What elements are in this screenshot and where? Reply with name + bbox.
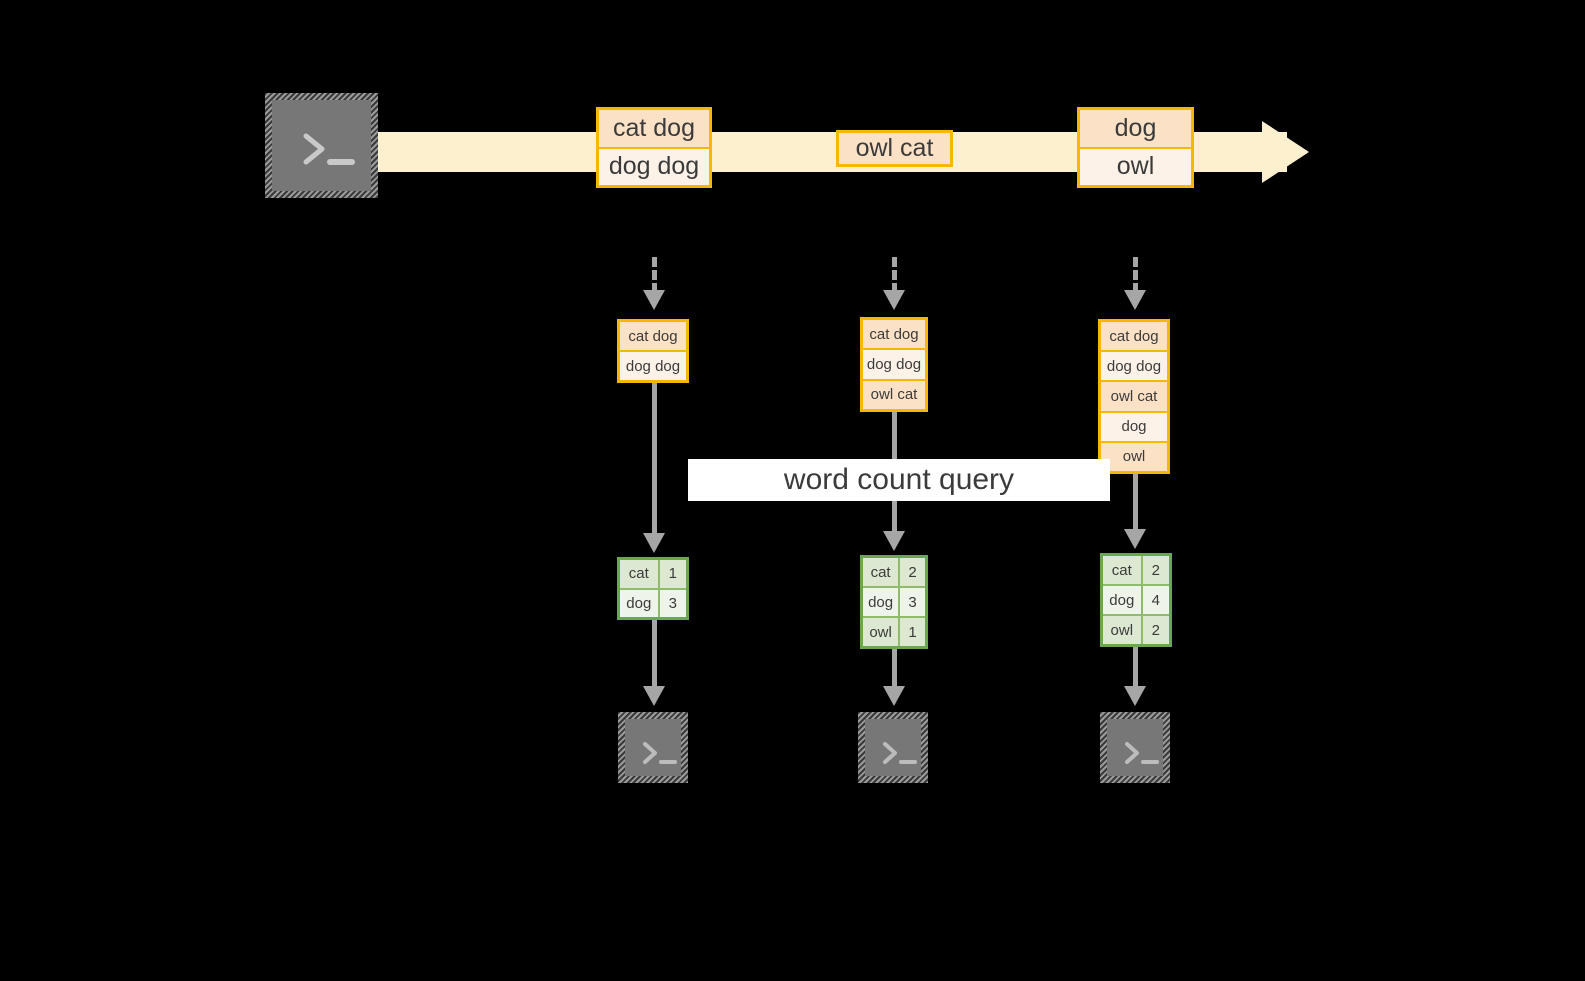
snapshot-2-result-count-3: 1 xyxy=(908,623,917,641)
snapshot-2-result-table: cat 2 dog 3 owl 1 xyxy=(860,555,928,649)
snapshot-3-query-connector xyxy=(1133,474,1138,532)
snapshot-1-result-table: cat 1 dog 3 xyxy=(617,557,689,620)
stream-event-3-line-2: owl xyxy=(1080,146,1191,185)
snapshot-3-input-table: cat dog dog dog owl cat dog owl xyxy=(1098,319,1170,474)
snapshot-2-sink-arrowhead xyxy=(883,686,905,706)
snapshot-3-result-count-3: 2 xyxy=(1151,621,1160,639)
snapshot-2-input-line-2: dog dog xyxy=(863,348,925,379)
stream-event-1: cat dog dog dog xyxy=(596,107,712,188)
table-row: owl 2 xyxy=(1103,614,1169,644)
snapshot-3-input-line-2: dog dog xyxy=(1101,350,1167,381)
snapshot-2-result-word-3: owl xyxy=(863,618,901,646)
snapshot-1-sink-terminal-screen xyxy=(625,719,681,776)
snapshot-3-sink-connector xyxy=(1133,647,1138,688)
table-row: dog 3 xyxy=(620,587,686,617)
snapshot-2-result-count-1: 2 xyxy=(908,563,917,581)
snapshot-1-input-line-1: cat dog xyxy=(620,322,686,350)
snapshot-3-result-count-2: 4 xyxy=(1151,591,1160,609)
snapshot-1-input-table: cat dog dog dog xyxy=(617,319,689,383)
snapshot-1-query-arrowhead xyxy=(643,533,665,553)
snapshot-3-dashed-arrowhead xyxy=(1124,290,1146,310)
snapshot-2-sink-terminal-icon xyxy=(858,712,928,783)
snapshot-3-sink-arrowhead xyxy=(1124,686,1146,706)
table-row: owl 1 xyxy=(863,616,925,646)
snapshot-2-input-line-1: cat dog xyxy=(863,320,925,349)
stream-event-3-line-1: dog xyxy=(1080,110,1191,147)
snapshot-3-result-word-1: cat xyxy=(1103,556,1143,584)
snapshot-1-sink-connector xyxy=(652,620,657,688)
snapshot-3-input-line-1: cat dog xyxy=(1101,322,1167,351)
snapshot-1-sink-terminal-prompt-icon xyxy=(643,742,677,764)
stream-event-1-line-1: cat dog xyxy=(599,110,709,147)
snapshot-1-dashed-connector xyxy=(652,257,657,293)
snapshot-1-result-word-2: dog xyxy=(620,589,660,617)
snapshot-1-input-line-2: dog dog xyxy=(620,350,686,380)
snapshot-3-dashed-connector xyxy=(1133,257,1138,293)
snapshot-3-result-word-3: owl xyxy=(1103,616,1143,644)
stream-event-2-line-1: owl cat xyxy=(839,133,950,164)
snapshot-2-sink-connector xyxy=(892,649,897,688)
snapshot-1-query-connector xyxy=(652,383,657,535)
snapshot-3-query-arrowhead xyxy=(1124,529,1146,549)
snapshot-2-input-table: cat dog dog dog owl cat xyxy=(860,317,928,412)
query-label: word count query xyxy=(688,459,1110,501)
snapshot-3-sink-terminal-icon xyxy=(1100,712,1170,783)
snapshot-2-query-arrowhead xyxy=(883,531,905,551)
snapshot-2-result-count-2: 3 xyxy=(908,593,917,611)
snapshot-3-sink-terminal-prompt-icon xyxy=(1125,742,1159,764)
source-terminal-prompt-icon xyxy=(303,133,355,165)
snapshot-1-result-count-2: 3 xyxy=(668,594,677,612)
snapshot-3-result-count-1: 2 xyxy=(1151,561,1160,579)
table-row: cat 2 xyxy=(1103,556,1169,584)
source-terminal-icon xyxy=(265,93,378,198)
snapshot-2-sink-terminal-prompt-icon xyxy=(883,742,917,764)
stream-event-2: owl cat xyxy=(836,130,953,167)
table-row: dog 4 xyxy=(1103,584,1169,614)
snapshot-2-dashed-connector xyxy=(892,257,897,293)
snapshot-2-result-word-2: dog xyxy=(863,588,901,616)
table-row: cat 2 xyxy=(863,558,925,586)
snapshot-2-result-word-1: cat xyxy=(863,558,901,586)
snapshot-2-dashed-arrowhead xyxy=(883,290,905,310)
snapshot-1-result-word-1: cat xyxy=(620,560,660,588)
snapshot-2-sink-terminal-screen xyxy=(865,719,921,776)
snapshot-1-result-count-1: 1 xyxy=(668,565,677,583)
snapshot-1-dashed-arrowhead xyxy=(643,290,665,310)
snapshot-1-sink-terminal-icon xyxy=(618,712,688,783)
stream-event-1-line-2: dog dog xyxy=(599,146,709,185)
snapshot-3-sink-terminal-screen xyxy=(1107,719,1163,776)
snapshot-3-input-line-4: dog xyxy=(1101,410,1167,441)
snapshot-3-result-word-2: dog xyxy=(1103,586,1143,614)
snapshot-3-input-line-5: owl xyxy=(1101,440,1167,472)
table-row: cat 1 xyxy=(620,560,686,588)
stream-event-3: dog owl xyxy=(1077,107,1194,188)
snapshot-1-sink-arrowhead xyxy=(643,686,665,706)
table-row: dog 3 xyxy=(863,586,925,616)
snapshot-2-input-line-3: owl cat xyxy=(863,378,925,409)
snapshot-3-input-line-3: owl cat xyxy=(1101,380,1167,411)
snapshot-3-result-table: cat 2 dog 4 owl 2 xyxy=(1100,553,1172,647)
stream-band-arrowhead xyxy=(1262,121,1309,183)
